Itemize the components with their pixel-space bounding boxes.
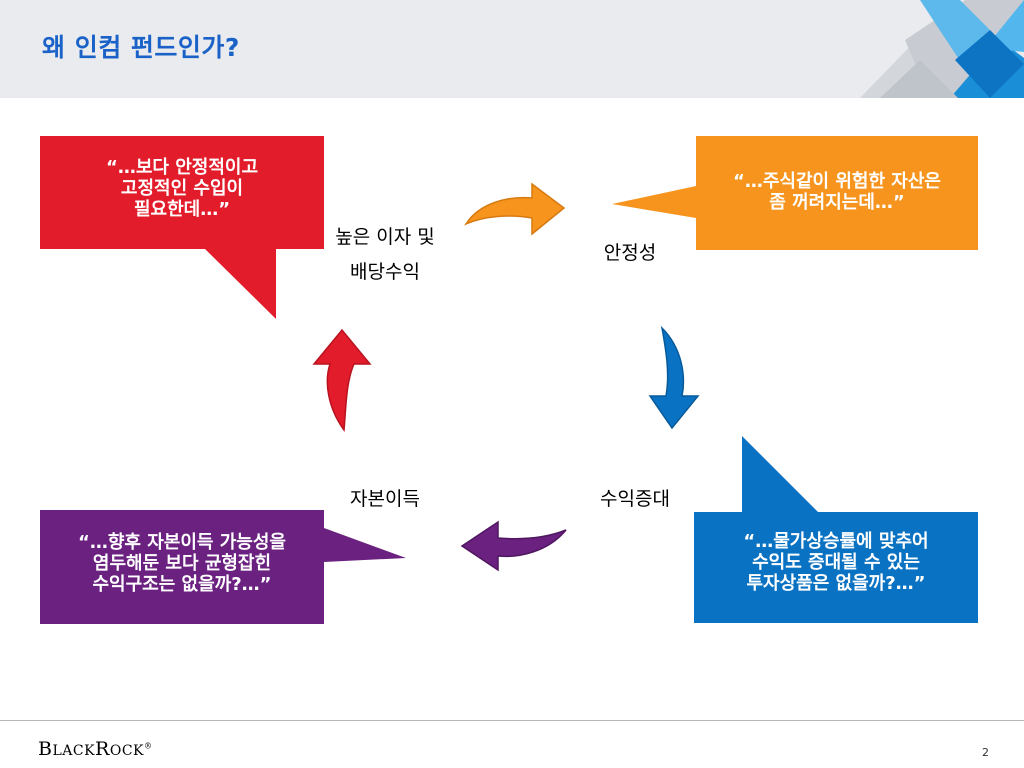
- red-arrow-icon: [312, 328, 372, 433]
- orange-arrow-icon: [464, 182, 566, 236]
- blue-arrow-icon: [648, 325, 700, 430]
- blue-callout-text: “…물가상승률에 맞추어 수익도 증대될 수 있는 투자상품은 없을까?…”: [743, 531, 929, 594]
- node-income: 높은 이자 및 배당수익: [335, 226, 435, 283]
- node-growth: 수익증대: [600, 488, 670, 510]
- blue-callout-shape: [694, 436, 978, 623]
- footer-divider: [0, 720, 1024, 721]
- header-band: [0, 0, 1024, 98]
- red-callout-text: “…보다 안정적이고 고정적인 수입이 필요한데…”: [105, 157, 259, 220]
- orange-callout-shape: [612, 136, 978, 250]
- purple-arrow-icon: [460, 520, 567, 572]
- blackrock-logo: BLACKROCK®: [38, 738, 153, 760]
- node-capital: 자본이득: [350, 488, 420, 510]
- red-callout-shape: [40, 136, 324, 319]
- page-number: 2: [982, 746, 989, 759]
- slide-title: 왜 인컴 펀드인가?: [42, 33, 240, 62]
- node-stability: 안정성: [603, 242, 657, 264]
- orange-callout-text: “…주식같이 위험한 자산은 좀 꺼려지는데…”: [733, 171, 941, 213]
- purple-callout-text: “…향후 자본이득 가능성을 염두해둔 보다 균형잡힌 수익구조는 없을까?…”: [78, 532, 286, 595]
- purple-callout-shape: [40, 510, 406, 624]
- header-decoration: [860, 0, 1024, 98]
